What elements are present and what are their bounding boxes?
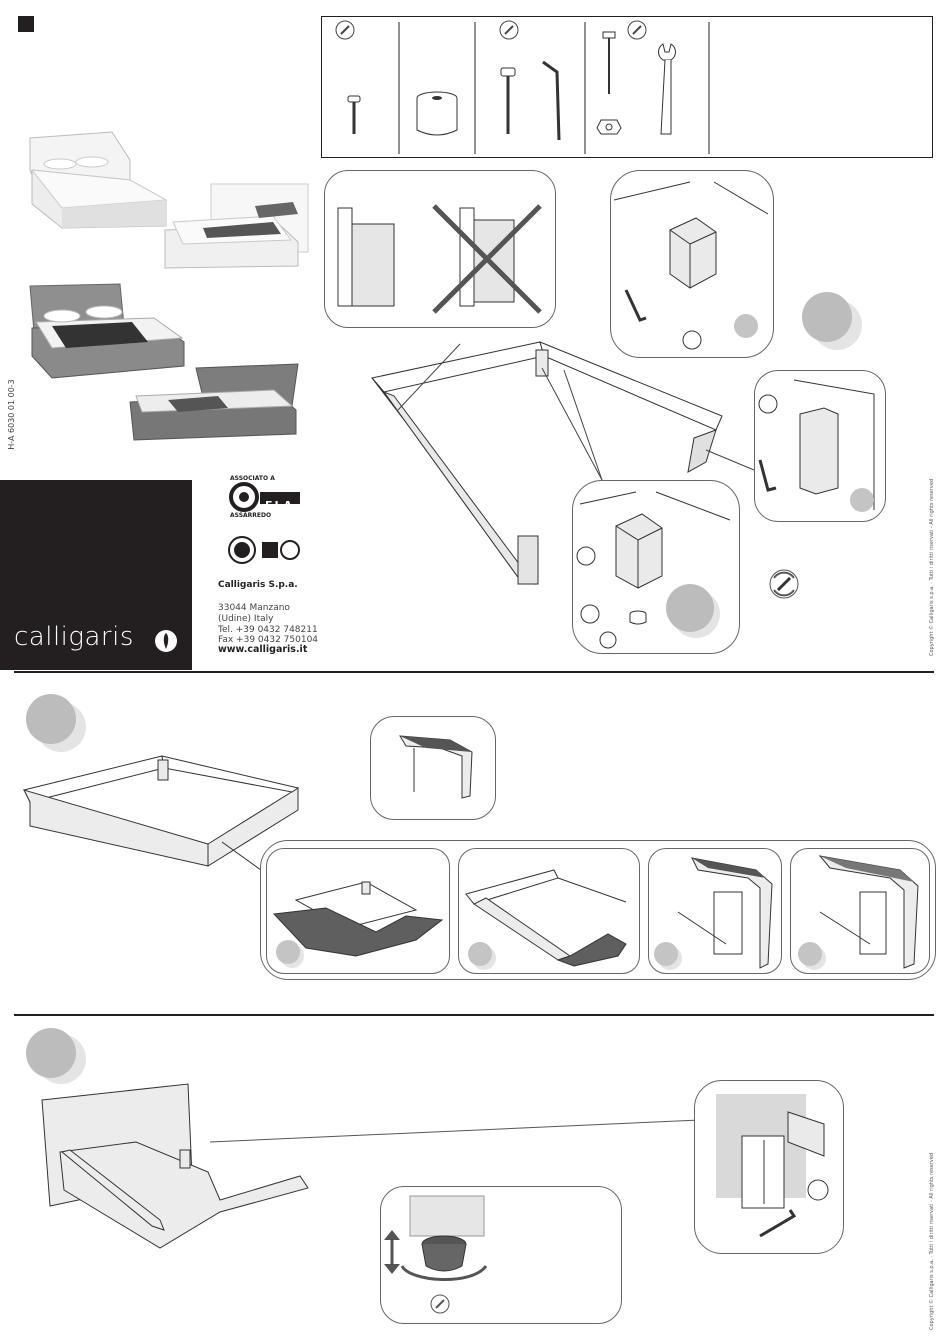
fabric-step-b-drawing <box>465 869 627 970</box>
bed-photo-1 <box>22 130 170 230</box>
fla-name: FLA <box>265 499 295 512</box>
threaded-bolt-icon <box>602 31 616 94</box>
bed-frame-drawing <box>371 341 755 585</box>
side-bracket-drawing <box>758 379 875 512</box>
company-name: Calligaris S.p.a. <box>218 580 298 590</box>
step-marker-2 <box>26 694 76 744</box>
fabric-step-a-drawing <box>272 881 444 968</box>
headboard-bracket-drawing <box>716 1094 829 1238</box>
bed-photo-1-image <box>29 131 168 229</box>
fabric-detail-drawing <box>399 735 473 799</box>
copyright-top: Copyright © Calligaris s.p.a. · Tutti i … <box>929 478 935 656</box>
website-link[interactable]: www.calligaris.it <box>218 644 308 655</box>
copyright-bottom: Copyright © Calligaris s.p.a. · Tutti i … <box>929 1152 935 1330</box>
bed-photo-4 <box>128 360 308 448</box>
hardware-items <box>335 20 710 154</box>
frame-assembled-drawing <box>23 755 300 879</box>
document-code: H-A 6030 01 00-3 <box>6 379 16 450</box>
bed-photo-2-image <box>164 183 309 269</box>
wrench-icon <box>658 43 676 135</box>
rotate-arrow-icon <box>769 569 799 599</box>
fla-associated-label: ASSOCIATO A <box>230 475 275 482</box>
screwdriver-icon-3 <box>627 20 647 40</box>
short-screw-icon <box>347 95 361 134</box>
fax: Fax +39 0432 750104 <box>218 635 319 645</box>
corner-marker <box>18 16 34 32</box>
corner-foot-drawing <box>576 491 731 649</box>
screwdriver-icon-2 <box>499 20 519 40</box>
hardware-box <box>321 16 933 158</box>
fabric-detail-bubble <box>370 716 496 820</box>
brand-wordmark: calligaris <box>14 622 134 652</box>
section-divider-1 <box>14 671 934 673</box>
long-bolt-icon <box>500 67 516 134</box>
leg-bracket-drawing <box>613 181 769 350</box>
brand-logo-icon <box>155 630 177 652</box>
step-marker-3 <box>26 1028 76 1078</box>
up-down-arrow-icon <box>384 1230 400 1274</box>
screwdriver-icon-1 <box>335 20 355 40</box>
bed-photo-3 <box>22 282 187 380</box>
bed-photo-3-image <box>29 283 185 379</box>
address-line-2: (Udine) Italy <box>218 614 274 624</box>
step-marker-1 <box>802 292 852 342</box>
foot-icon <box>416 91 458 136</box>
section-divider-2 <box>14 1014 934 1016</box>
bed-with-headboard-drawing <box>41 1083 701 1249</box>
address-line-1: 33044 Manzano <box>218 603 290 613</box>
assarredo-label: ASSARREDO <box>230 512 272 519</box>
mounting-comparison-drawing <box>337 204 542 314</box>
fabric-step-c-drawing <box>654 857 773 970</box>
bed-photo-4-image <box>129 363 299 441</box>
telephone: Tel. +39 0432 748211 <box>218 625 318 635</box>
bed-photo-2 <box>163 182 309 272</box>
certification-logos <box>228 536 300 564</box>
leg-adjust-drawing <box>384 1195 488 1314</box>
fabric-step-d-drawing <box>798 855 919 970</box>
allen-key-icon <box>542 60 561 141</box>
fla-logo-icon <box>229 482 300 512</box>
nut-icon <box>596 119 622 135</box>
leg-adjust-bubble <box>380 1186 622 1324</box>
